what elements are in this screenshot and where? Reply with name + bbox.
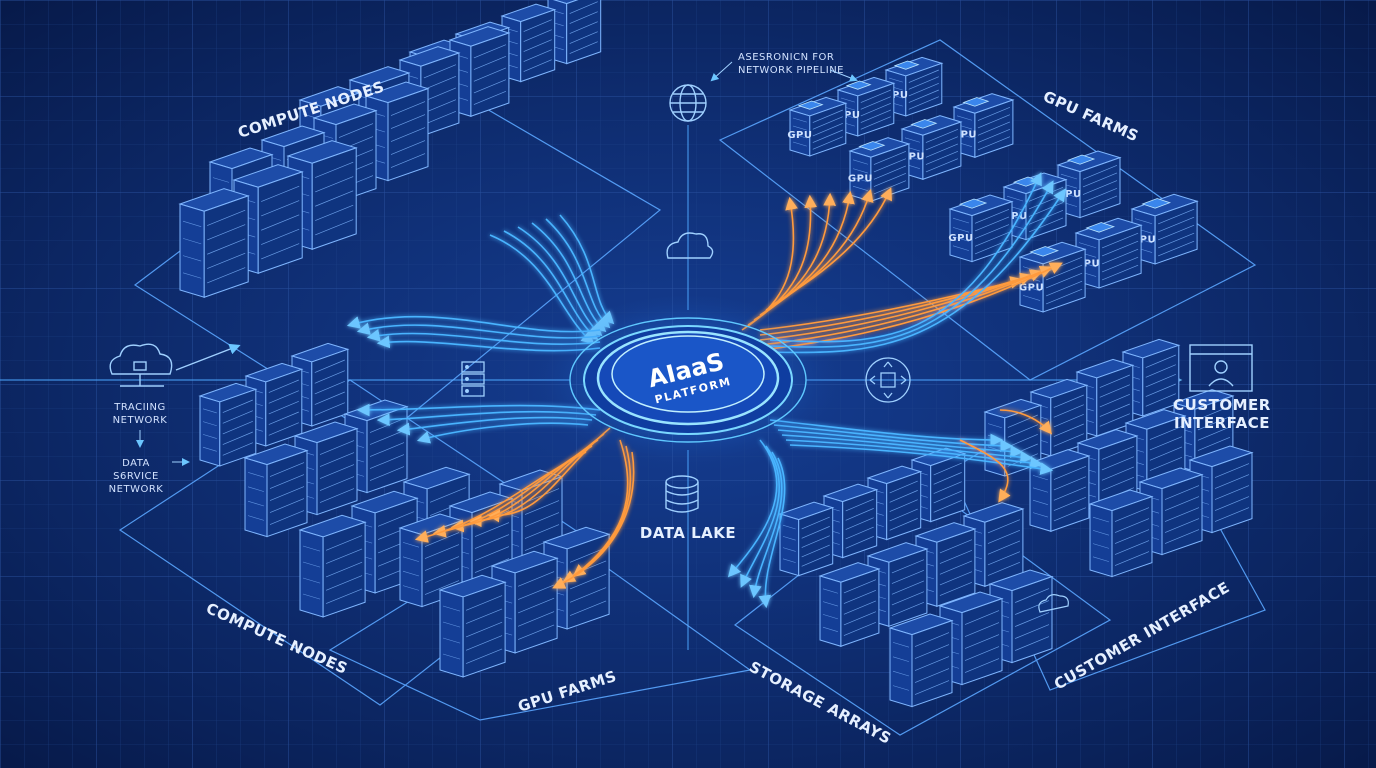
svg-text:GPU: GPU <box>1131 234 1156 245</box>
storage-rack <box>818 562 881 647</box>
server-rack <box>243 443 309 538</box>
database-icon <box>665 475 699 513</box>
storage-rack <box>888 613 954 708</box>
flow-line <box>748 451 783 599</box>
label-tracing-network-2: NETWORK <box>113 415 168 426</box>
server-rack <box>198 382 258 467</box>
gpu-rack: GPU <box>1056 150 1122 219</box>
storage-rack <box>778 501 835 577</box>
network-pipeline-leader-2 <box>829 69 858 82</box>
gpu-rack: GPU <box>848 137 911 202</box>
label-customer-interface-2: INTERFACE <box>1174 414 1270 432</box>
label-data-lake: DATA LAKE <box>640 524 736 542</box>
server-rack <box>298 514 367 618</box>
server-rack <box>438 574 507 678</box>
flow-line <box>785 439 1044 470</box>
gpu-rack: GPU <box>835 76 896 137</box>
svg-text:GPU: GPU <box>883 90 908 101</box>
globe-icon <box>669 84 707 122</box>
server-rack <box>500 3 557 83</box>
gpu-rack: GPU <box>1074 217 1143 289</box>
svg-text:GPU: GPU <box>952 130 977 141</box>
gpu-chip-label: GPU <box>1075 258 1100 269</box>
flow-line <box>432 445 593 538</box>
server-rack <box>547 0 602 65</box>
label-data-service-3: NETWORK <box>109 484 164 495</box>
server-rack <box>1088 489 1154 578</box>
gpu-chip-label: GPU <box>848 174 873 185</box>
gpu-chip-label: GPU <box>952 130 977 141</box>
flow-line <box>414 451 587 543</box>
server-rack <box>398 513 464 608</box>
flow-line <box>777 429 1024 458</box>
small-cloud-icon <box>1038 594 1069 613</box>
network-pipeline-leader <box>710 61 733 82</box>
flow-line <box>727 439 778 578</box>
aiaas-hub[interactable]: AIaaS PLATFORM <box>538 295 838 465</box>
flow-line <box>562 445 632 583</box>
gpu-rack: GPU <box>787 96 848 157</box>
label-network-pipeline-1: ASESRONICN FOR <box>738 52 834 63</box>
platform-gpu-top <box>718 39 1257 381</box>
flow-line <box>771 187 892 306</box>
svg-text:GPU: GPU <box>1002 211 1027 222</box>
label-network-pipeline-2: NETWORK PIPELINE <box>738 65 844 76</box>
svg-text:GPU: GPU <box>787 130 812 141</box>
move-arrows-icon <box>865 357 911 403</box>
flow-line <box>758 457 786 609</box>
flow-line <box>740 445 780 588</box>
flow-line <box>789 444 1054 475</box>
flow-line <box>552 451 635 589</box>
gpu-chip-label: GPU <box>883 90 908 101</box>
gpu-chip-label: GPU <box>900 152 925 163</box>
gpu-chip-label: GPU <box>1056 189 1081 200</box>
label-customer-interface-1: CUSTOMER <box>1173 396 1271 414</box>
label-data-service-1: DATA <box>122 458 150 469</box>
flow-line <box>781 434 1034 464</box>
svg-text:GPU: GPU <box>1019 282 1044 293</box>
server-rack <box>1028 449 1091 532</box>
gpu-chip-label: GPU <box>1131 234 1156 245</box>
gpu-chip-label: GPU <box>1002 211 1027 222</box>
gpu-chip-label: GPU <box>835 110 860 121</box>
flow-line <box>959 439 1011 503</box>
server-racks: GPU GPU GPU GPU GPU GPU GPU GPU GPU GPU GPU GPU <box>178 0 1254 708</box>
gpu-chip-label: GPU <box>787 130 812 141</box>
label-data-service-2: S6RVICE <box>113 471 159 482</box>
svg-text:GPU: GPU <box>900 152 925 163</box>
cloud-network-icon <box>109 343 241 387</box>
gpu-chip-label: GPU <box>948 233 973 244</box>
svg-text:GPU: GPU <box>948 233 973 244</box>
server-stack-icon <box>461 361 485 397</box>
gpu-rack: GPU <box>1130 193 1199 265</box>
gpu-rack: GPU <box>900 115 963 180</box>
gpu-rack: GPU <box>948 194 1014 263</box>
server-rack <box>178 188 250 298</box>
svg-text:GPU: GPU <box>835 110 860 121</box>
svg-text:GPU: GPU <box>1075 258 1100 269</box>
hub-core <box>611 335 765 413</box>
gpu-chip-label: GPU <box>1019 282 1044 293</box>
gpu-rack: GPU <box>952 93 1015 158</box>
svg-text:GPU: GPU <box>848 174 873 185</box>
user-window-icon <box>1189 344 1253 392</box>
label-tracing-network-1: TRACIING <box>113 402 165 413</box>
flow-line <box>999 409 1053 435</box>
svg-text:GPU: GPU <box>1056 189 1081 200</box>
cloud-icon <box>666 232 714 259</box>
hub-outer-ring <box>569 317 807 443</box>
gpu-rack: GPU <box>883 56 944 117</box>
